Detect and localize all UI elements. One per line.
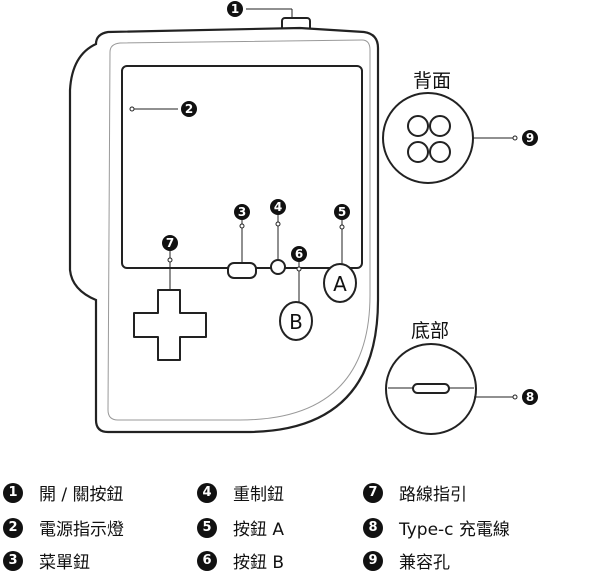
legend-label: 電源指示燈	[39, 520, 124, 540]
menu-button-shape	[227, 262, 257, 279]
b-button-shape	[279, 301, 313, 341]
bottom-view-title: 底部	[411, 320, 450, 342]
legend-item-button-b: 6 按鈕 B	[197, 548, 284, 573]
back-view-title: 背面	[413, 70, 452, 92]
type-c-port	[412, 383, 450, 394]
bottom-view	[385, 343, 477, 435]
legend-number: 9	[363, 550, 383, 571]
callout-4: 4	[270, 199, 286, 215]
svg-text:3: 3	[238, 205, 246, 219]
reset-button-shape	[270, 259, 286, 275]
legend-number: 7	[363, 482, 383, 503]
svg-text:8: 8	[526, 390, 534, 404]
legend-number: 8	[363, 517, 383, 538]
legend-number: 5	[197, 517, 217, 538]
legend-item-power: 1 開 / 關按鈕	[3, 480, 124, 505]
legend-item-type-c: 8 Type-c 充電線	[363, 515, 510, 540]
b-button-letter: B	[289, 310, 303, 334]
svg-text:5: 5	[338, 205, 346, 219]
legend-label: 路線指引	[399, 485, 467, 505]
svg-text:2: 2	[185, 102, 193, 116]
d-pad	[133, 289, 207, 361]
legend-label: Type-c 充電線	[399, 520, 510, 540]
legend-item-menu: 3 菜單鈕	[3, 548, 90, 573]
console-body: A B	[68, 17, 380, 434]
legend-item-dpad: 7 路線指引	[363, 480, 467, 505]
legend-label: 菜單鈕	[39, 553, 90, 573]
svg-text:7: 7	[166, 236, 174, 250]
legend-item-power-led: 2 電源指示燈	[3, 515, 124, 540]
callout-3: 3	[234, 204, 250, 220]
callout-2: 2	[181, 101, 197, 117]
callout-9: 9	[522, 130, 538, 146]
legend-number: 1	[3, 482, 23, 503]
leader-lines	[129, 8, 518, 400]
legend-label: 開 / 關按鈕	[39, 485, 124, 505]
legend-number: 2	[3, 517, 23, 538]
svg-text:9: 9	[526, 131, 534, 145]
callout-5: 5	[334, 204, 350, 220]
legend-item-reset: 4 重制鈕	[197, 480, 284, 505]
svg-text:4: 4	[274, 200, 282, 214]
legend-item-compat-port: 9 兼容孔	[363, 548, 450, 573]
legend-item-button-a: 5 按鈕 A	[197, 515, 284, 540]
legend-label: 兼容孔	[399, 553, 450, 573]
legend-label: 按鈕 B	[233, 553, 285, 573]
svg-text:6: 6	[295, 247, 303, 261]
callout-7: 7	[162, 235, 178, 251]
back-view	[382, 92, 474, 184]
a-button-shape	[323, 263, 357, 303]
svg-text:1: 1	[231, 2, 239, 16]
a-button-letter: A	[333, 272, 347, 296]
device-diagram: A B 1 2 3	[68, 1, 538, 435]
legend-number: 6	[197, 550, 217, 571]
legend-label: 按鈕 A	[233, 520, 285, 540]
callout-1: 1	[227, 1, 243, 17]
legend-number: 3	[3, 550, 23, 571]
legend: 1 開 / 關按鈕 2 電源指示燈 3 菜單鈕 4 重制鈕 5 按鈕 A 6 按…	[0, 474, 600, 573]
legend-label: 重制鈕	[233, 485, 284, 505]
callout-6: 6	[291, 246, 307, 262]
callout-8: 8	[522, 389, 538, 405]
legend-number: 4	[197, 482, 217, 503]
